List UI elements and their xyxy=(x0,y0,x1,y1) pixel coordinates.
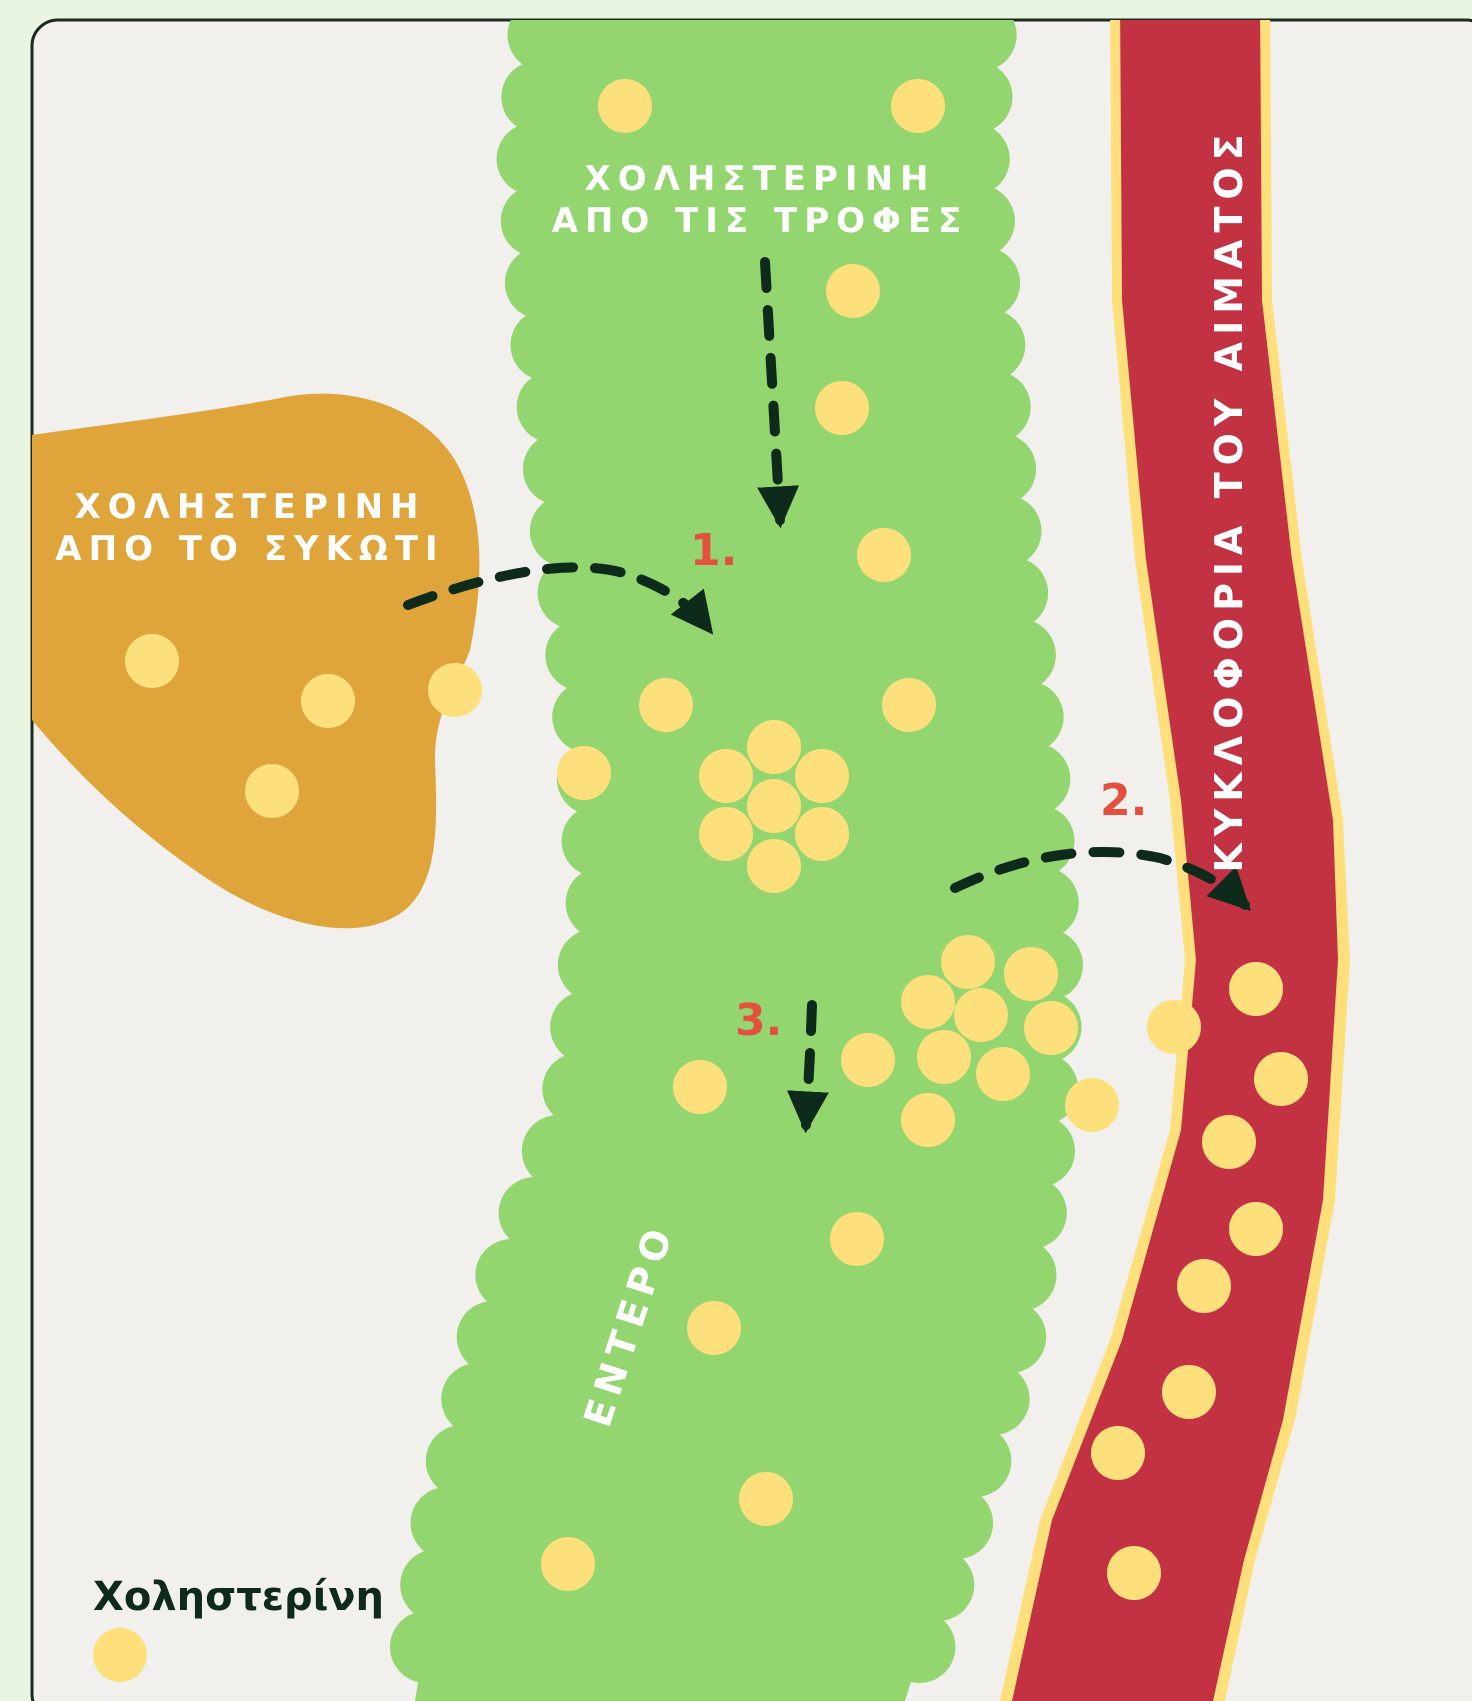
blood-label: ΚΥΚΛΟΦΟΡΙΑ ΤΟΥ ΑΙΜΑΤΟΣ xyxy=(1207,127,1251,872)
cholesterol-dot xyxy=(639,678,693,732)
cholesterol-dot xyxy=(1004,947,1058,1001)
food-label-line1: ΧΟΛΗΣΤΕΡΙΝΗ xyxy=(584,159,935,199)
cholesterol-dot xyxy=(1254,1052,1308,1106)
cholesterol-dot xyxy=(598,79,652,133)
food-label-line2: ΑΠΟ ΤΙΣ ΤΡΟΦΕΣ xyxy=(552,201,969,241)
cholesterol-dot xyxy=(699,749,753,803)
cholesterol-dot xyxy=(673,1060,727,1114)
cholesterol-dot xyxy=(841,1033,895,1087)
cholesterol-dot xyxy=(815,381,869,435)
cholesterol-dot xyxy=(1065,1078,1119,1132)
cholesterol-dot xyxy=(891,79,945,133)
cholesterol-dot xyxy=(857,528,911,582)
cholesterol-dot xyxy=(901,1093,955,1147)
cholesterol-dot xyxy=(954,988,1008,1042)
cholesterol-dot xyxy=(739,1472,793,1526)
cholesterol-dot xyxy=(541,1537,595,1591)
cholesterol-dot xyxy=(917,1030,971,1084)
cholesterol-dot xyxy=(747,779,801,833)
cholesterol-dot xyxy=(1091,1426,1145,1480)
cholesterol-dot xyxy=(428,663,482,717)
cholesterol-dot xyxy=(557,746,611,800)
step-3-number: 3. xyxy=(735,995,782,1046)
step-1-number: 1. xyxy=(690,525,737,576)
cholesterol-dot xyxy=(1147,1000,1201,1054)
cholesterol-dot xyxy=(747,839,801,893)
cholesterol-dot xyxy=(901,975,955,1029)
cholesterol-dot xyxy=(795,807,849,861)
arrow-excretion xyxy=(806,1005,812,1125)
cholesterol-dot xyxy=(830,1212,884,1266)
cholesterol-dot xyxy=(1229,962,1283,1016)
cholesterol-dot-icon xyxy=(93,1628,147,1682)
liver-label-line2: ΑΠΟ ΤΟ ΣΥΚΩΤΙ xyxy=(55,529,444,569)
cholesterol-dot xyxy=(1202,1115,1256,1169)
liver-label-line1: ΧΟΛΗΣΤΕΡΙΝΗ xyxy=(74,487,425,527)
cholesterol-dot xyxy=(795,749,849,803)
cholesterol-dot xyxy=(1024,1001,1078,1055)
cholesterol-dot xyxy=(826,264,880,318)
cholesterol-dot xyxy=(245,764,299,818)
cholesterol-dot xyxy=(747,720,801,774)
cholesterol-dot xyxy=(1229,1202,1283,1256)
cholesterol-dot xyxy=(699,807,753,861)
cholesterol-dot xyxy=(1107,1546,1161,1600)
cholesterol-dot xyxy=(1162,1365,1216,1419)
cholesterol-dot xyxy=(976,1047,1030,1101)
step-2-number: 2. xyxy=(1100,775,1147,826)
cholesterol-dot xyxy=(882,678,936,732)
cholesterol-dot xyxy=(687,1301,741,1355)
cholesterol-dot xyxy=(1177,1259,1231,1313)
cholesterol-dot xyxy=(125,634,179,688)
legend-title: Χοληστερίνη xyxy=(93,1574,384,1620)
cholesterol-dot xyxy=(941,935,995,989)
cholesterol-dot xyxy=(301,674,355,728)
